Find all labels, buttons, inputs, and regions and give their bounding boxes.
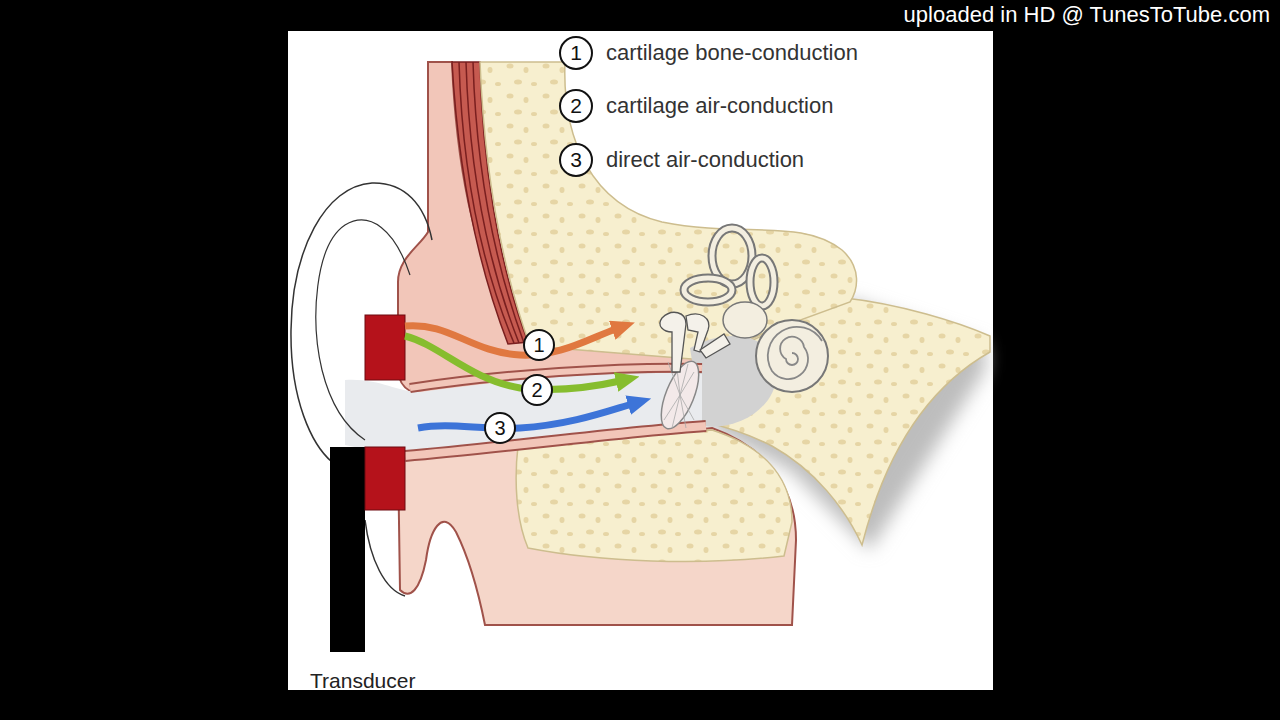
number-circle [522, 375, 552, 405]
soft-tissue [398, 428, 796, 625]
number-circle [485, 413, 515, 443]
semicircular-canal [684, 278, 732, 302]
watermark: uploaded in HD @ TunesToTube.com [904, 3, 1270, 27]
vestibule [723, 302, 767, 338]
bone [516, 430, 792, 562]
callout-number: 2 [531, 379, 542, 401]
stapes [700, 334, 730, 358]
lobe-outline [365, 520, 405, 596]
callout-number: 3 [570, 148, 582, 171]
callout-number: 2 [570, 94, 582, 117]
canal-skin [410, 368, 702, 388]
semicircular-canal [750, 258, 774, 306]
malleus [660, 312, 686, 372]
number-circle [524, 330, 554, 360]
direct-conduction-arrow [418, 404, 632, 428]
canal-skin [410, 368, 702, 388]
legend-entry: cartilage bone-conduction [606, 41, 858, 65]
semicircular-canal [684, 278, 732, 302]
helix-outline [316, 220, 410, 440]
number-circle [560, 144, 592, 176]
cochlea [756, 320, 828, 392]
transducer-body [330, 447, 365, 652]
number-circle [560, 90, 592, 122]
panel [288, 31, 993, 690]
part-label: Transducer [310, 669, 415, 692]
callout-number: 1 [570, 41, 582, 64]
callout-number: 3 [494, 417, 505, 439]
number-circle [560, 37, 592, 69]
legend-entry: cartilage air-conduction [606, 94, 833, 118]
air-conduction-arrow [405, 336, 620, 389]
semicircular-canal [750, 258, 774, 306]
transducer-pad [365, 447, 405, 510]
cochlea-spiral [768, 327, 822, 379]
canal-skin [405, 426, 706, 456]
transducer-pad [365, 315, 405, 380]
callout-number: 1 [533, 334, 544, 356]
canal-skin [405, 426, 706, 456]
legend-entry: direct air-conduction [606, 148, 804, 172]
